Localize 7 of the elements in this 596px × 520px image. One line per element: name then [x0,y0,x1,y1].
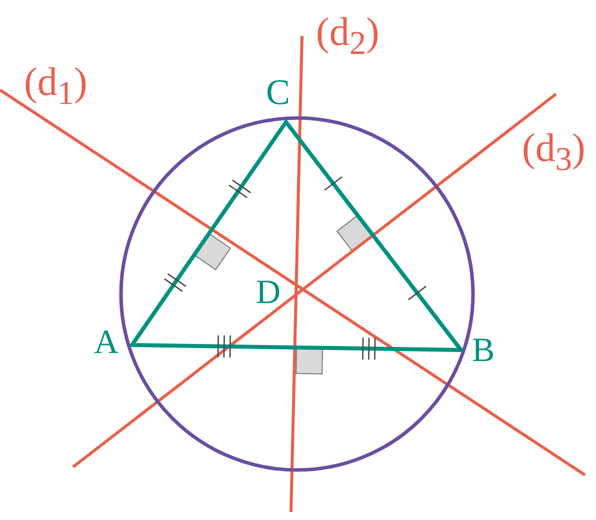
vertex-label: C [266,74,290,110]
bisector-label: (d$_{2}$) [316,12,380,60]
bisector-label: (d$_{1}$) [24,62,88,110]
bisector-label: (d$_{3}$) [522,128,586,176]
vertex-label: B [472,334,495,368]
vertex-label: A [94,326,119,360]
point-label: D [256,276,281,310]
